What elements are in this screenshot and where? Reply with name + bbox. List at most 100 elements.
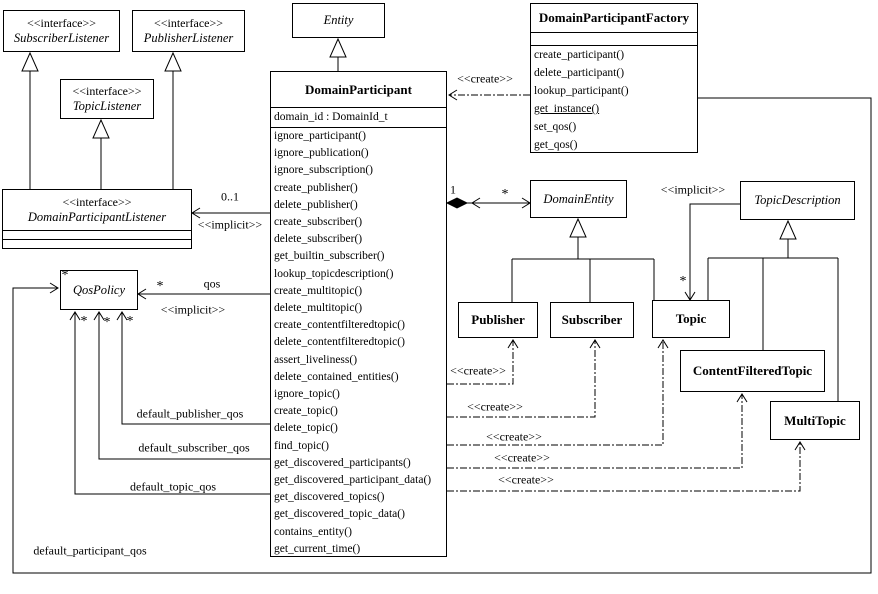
attributes-compartment — [531, 32, 697, 45]
method: create_contentfilteredtopic() — [274, 319, 405, 332]
method: get_qos() — [534, 139, 578, 151]
method: lookup_participant() — [534, 85, 629, 97]
association-topicdescription-topic — [684, 203, 740, 301]
method: get_discovered_topics() — [274, 491, 385, 504]
method: assert_liveliness() — [274, 353, 358, 366]
class-topic-description: TopicDescription — [740, 181, 855, 220]
label-default-subscriber-qos: default_subscriber_qos — [138, 440, 250, 455]
method: ignore_publication() — [274, 147, 369, 160]
class-name: TopicListener — [72, 99, 142, 113]
class-topic-listener: <<interface>> TopicListener — [60, 79, 154, 119]
generalization-domainentity-tree — [511, 217, 655, 302]
class-multi-topic: MultiTopic — [770, 401, 860, 440]
stereotype: <<interface>> — [153, 16, 224, 30]
class-name: PublisherListener — [143, 31, 234, 45]
class-subscriber: Subscriber — [550, 302, 634, 338]
method: create_participant() — [534, 49, 625, 61]
class-name: Publisher — [471, 312, 525, 327]
method: delete_contentfilteredtopic() — [274, 336, 405, 349]
label-create-multitopic: <<create>> — [498, 472, 554, 487]
method: delete_multitopic() — [274, 302, 363, 315]
class-name: Subscriber — [561, 312, 623, 327]
class-domain-entity: DomainEntity — [530, 180, 627, 218]
method: ignore_subscription() — [274, 164, 374, 177]
method: create_topic() — [274, 405, 338, 418]
method: delete_contained_entities() — [274, 370, 399, 383]
class-name: SubscriberListener — [13, 31, 110, 45]
class-entity: Entity — [292, 3, 385, 38]
method: get_current_time() — [274, 542, 361, 555]
class-publisher-listener: <<interface>> PublisherListener — [132, 10, 245, 52]
dependency-create-topic — [447, 341, 664, 446]
label-qos-role: qos — [203, 276, 221, 291]
label-default-participant-qos: default_participant_qos — [33, 543, 147, 558]
label-multiplicity-many-publisher-qos: * — [126, 314, 134, 329]
generalization-dpl-subscriberlistener — [21, 51, 39, 189]
class-domain-participant-factory: DomainParticipantFactory create_particip… — [530, 3, 698, 153]
label-multiplicity-0-1: 0..1 — [221, 189, 239, 204]
method: create_subscriber() — [274, 216, 363, 229]
class-topic: Topic — [652, 300, 730, 338]
method: create_multitopic() — [274, 284, 363, 297]
method: set_qos() — [534, 121, 577, 133]
class-name: MultiTopic — [784, 412, 846, 428]
attributes-compartment — [3, 230, 191, 239]
label-multiplicity-many-topic: * — [679, 274, 687, 289]
label-create-factory: <<create>> — [457, 71, 513, 86]
class-publisher: Publisher — [458, 302, 538, 338]
class-name: DomainParticipantFactory — [538, 10, 690, 25]
class-domain-participant: DomainParticipant domain_id : DomainId_t… — [270, 71, 447, 557]
method: get_builtin_subscriber() — [274, 250, 385, 263]
class-subscriber-listener: <<interface>> SubscriberListener — [3, 10, 120, 52]
methods-compartment: create_participant() delete_participant()… — [531, 45, 697, 152]
method: delete_topic() — [274, 422, 338, 435]
method: delete_publisher() — [274, 198, 358, 211]
label-multiplicity-many-subscriber-qos: * — [103, 315, 111, 330]
composition-domainparticipant-domainentity — [445, 197, 531, 209]
method: delete_subscriber() — [274, 233, 363, 246]
method: ignore_participant() — [274, 130, 366, 142]
class-domain-participant-listener: <<interface>> DomainParticipantListener — [2, 189, 192, 249]
generalization-dpl-publisherlistener — [164, 51, 182, 189]
label-default-topic-qos: default_topic_qos — [130, 479, 216, 494]
method: delete_participant() — [534, 67, 625, 79]
stereotype: <<interface>> — [72, 84, 142, 98]
label-implicit-topicdesc: <<implicit>> — [660, 182, 726, 197]
class-name: QosPolicy — [72, 282, 126, 297]
attribute: domain_id : DomainId_t — [274, 111, 388, 123]
association-domainparticipant-listener — [191, 207, 270, 219]
class-name: DomainParticipantListener — [27, 210, 167, 224]
label-implicit-qos: <<implicit>> — [160, 302, 226, 317]
method: get_discovered_participant_data() — [274, 474, 432, 487]
class-qos-policy: QosPolicy — [60, 270, 138, 310]
method: contains_entity() — [274, 525, 352, 538]
attributes-compartment: domain_id : DomainId_t — [271, 107, 446, 127]
method: lookup_topicdescription() — [274, 267, 394, 280]
label-create-publisher: <<create>> — [450, 363, 506, 378]
method: get_discovered_participants() — [274, 456, 411, 469]
methods-compartment — [3, 239, 191, 248]
label-multiplicity-many-participant-qos: * — [61, 268, 69, 283]
methods-compartment: ignore_participant() ignore_publication()… — [271, 127, 446, 556]
generalization-domainparticipant-entity — [329, 37, 347, 71]
label-multiplicity-many-qos: * — [156, 279, 164, 294]
label-create-cftopic: <<create>> — [494, 450, 550, 465]
label-default-publisher-qos: default_publisher_qos — [136, 406, 244, 421]
label-multiplicity-many-domainentity: * — [501, 187, 509, 202]
association-default-topic-qos — [69, 311, 270, 495]
association-default-subscriber-qos — [93, 311, 270, 460]
class-name: TopicDescription — [754, 193, 841, 207]
label-multiplicity-1: 1 — [450, 182, 456, 197]
label-implicit-listener: <<implicit>> — [197, 217, 263, 232]
class-name: ContentFilteredTopic — [692, 363, 813, 378]
stereotype: <<interface>> — [26, 16, 97, 30]
class-name: DomainEntity — [543, 191, 614, 206]
generalization-dpl-topiclistener — [92, 118, 110, 189]
label-multiplicity-many-topic-qos: * — [80, 314, 88, 329]
class-name: DomainParticipant — [305, 81, 412, 97]
label-create-subscriber: <<create>> — [467, 399, 523, 414]
method: get_instance() — [534, 103, 600, 115]
class-content-filtered-topic: ContentFilteredTopic — [680, 350, 825, 392]
class-name: Topic — [675, 311, 707, 326]
